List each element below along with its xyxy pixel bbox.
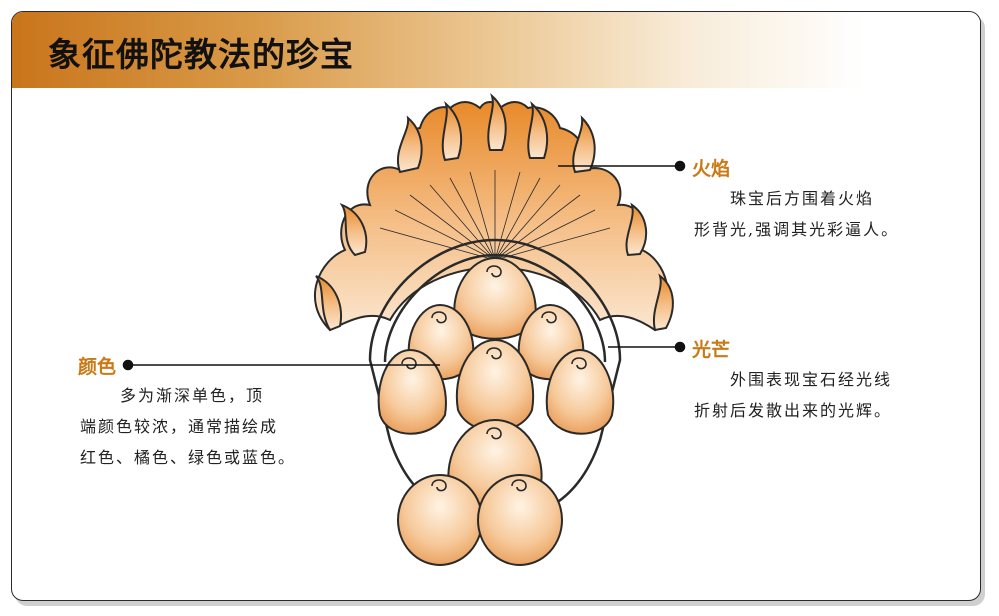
flame-description: 珠宝后方围着火焰 形背光,强调其光彩逼人。 [694,183,954,245]
color-label: 颜色 [78,356,117,378]
page-title: 象征佛陀教法的珍宝 [48,35,354,74]
jewel-cluster [377,256,615,566]
radiance-description: 外围表现宝石经光线 折射后发散出来的光辉。 [694,364,954,426]
leader-lines [122,160,686,371]
radiance-label: 光芒 [692,339,731,361]
color-description: 多为渐深单色，顶 端颜色较浓，通常描绘成 红色、橘色、绿色或蓝色。 [80,380,320,473]
color-desc-line: 多为渐深单色，顶 [120,386,265,405]
flame-desc-line: 珠宝后方围着火焰 [730,189,875,208]
radiance-desc-line: 外围表现宝石经光线 [730,370,893,389]
color-desc-line: 红色、橘色、绿色或蓝色。 [80,448,297,467]
flame-label: 火焰 [692,158,731,180]
radiance-desc-line: 折射后发散出来的光辉。 [694,401,893,420]
title-banner: 象征佛陀教法的珍宝 [12,12,980,88]
radiance-rays [379,170,611,261]
flame-aura [313,93,674,332]
flame-desc-line: 形背光,强调其光彩逼人。 [694,220,900,239]
color-desc-line: 端颜色较浓，通常描绘成 [80,417,279,436]
jewel-swirls [401,265,587,492]
